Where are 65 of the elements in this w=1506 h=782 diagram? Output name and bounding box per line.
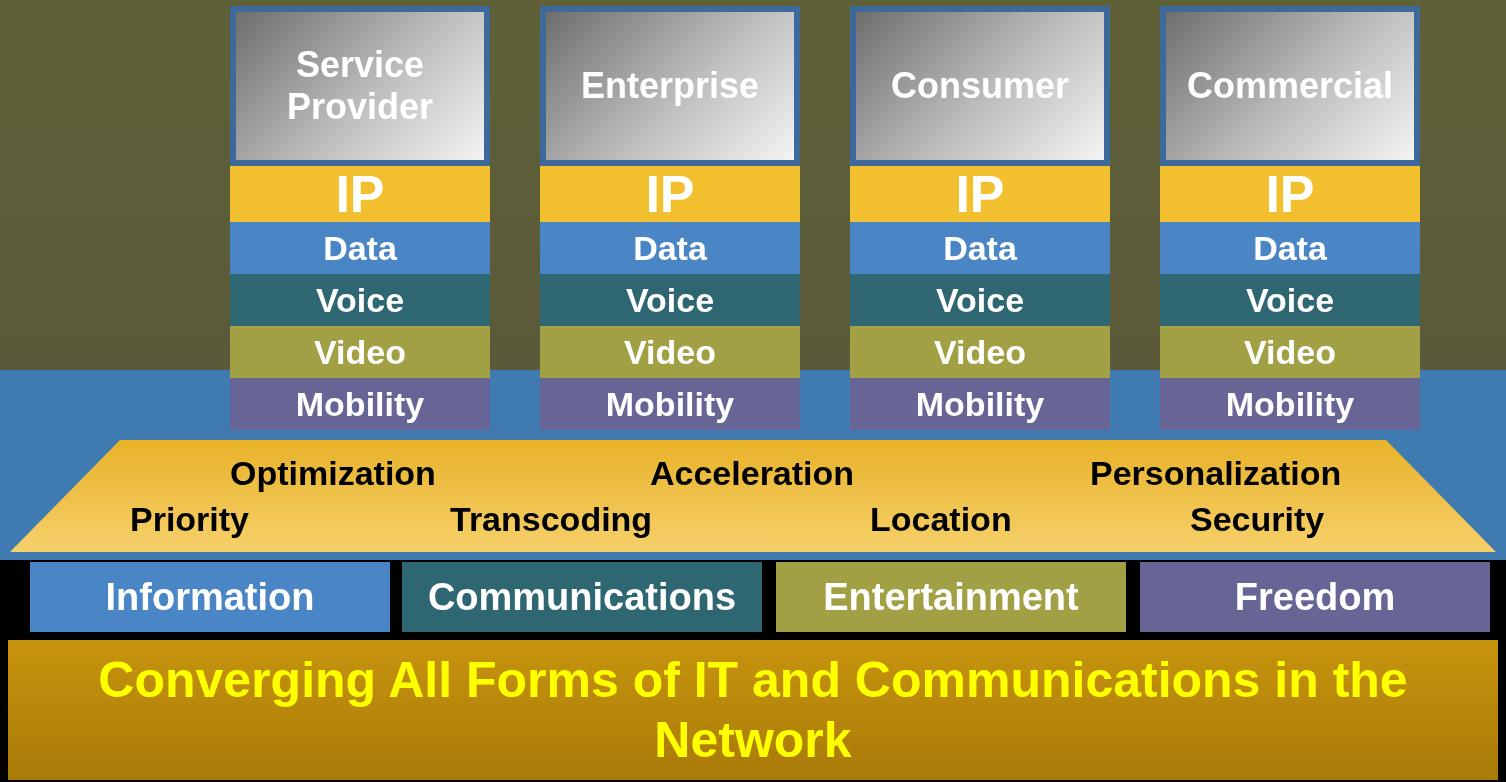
layer-band	[1160, 274, 1420, 326]
band-label: Video	[1244, 332, 1336, 372]
band-label: Consumer	[891, 65, 1069, 107]
band-label: Data	[1253, 228, 1327, 268]
band-label: IP	[955, 164, 1005, 224]
layer-band	[540, 378, 800, 430]
column-header	[540, 6, 800, 166]
title-text: Converging All Forms of IT and Communications in the Network	[97, 651, 1409, 770]
band-label: Video	[624, 332, 716, 372]
category-box	[30, 562, 390, 632]
layer-band	[1160, 222, 1420, 274]
band-label: IP	[1265, 164, 1315, 224]
band-label: Entertainment	[823, 575, 1079, 619]
layer-band	[230, 166, 490, 222]
feature-label: Acceleration	[650, 454, 855, 493]
column-header	[1160, 6, 1420, 166]
band-label: Mobility	[915, 384, 1045, 424]
layer-band	[230, 274, 490, 326]
platform-trapezoid	[10, 440, 1496, 552]
feature-label: Priority	[130, 500, 250, 539]
layer-band	[850, 378, 1110, 430]
layer-band	[230, 378, 490, 430]
band-label: Video	[314, 332, 406, 372]
layer-band	[1160, 166, 1420, 222]
layer-band	[850, 326, 1110, 378]
band-label: Service Provider	[285, 44, 435, 128]
feature-label: Security	[1190, 500, 1325, 539]
band-label: Enterprise	[580, 65, 760, 107]
layer-band	[540, 166, 800, 222]
column-header	[230, 6, 490, 166]
band-label: Voice	[935, 280, 1025, 320]
feature-label: Transcoding	[450, 500, 653, 539]
band-label: Communications	[427, 575, 737, 619]
layer-band	[1160, 326, 1420, 378]
band-label: Video	[934, 332, 1026, 372]
feature-label: Personalization	[1090, 454, 1342, 493]
layer-band	[540, 326, 800, 378]
band-label: Mobility	[605, 384, 735, 424]
band-label: Data	[943, 228, 1017, 268]
band-label: IP	[645, 164, 695, 224]
band-label: Information	[105, 575, 315, 619]
layer-band	[850, 222, 1110, 274]
title-band	[8, 640, 1498, 780]
layer-band	[540, 274, 800, 326]
column-header	[850, 6, 1110, 166]
feature-label: Optimization	[230, 454, 436, 493]
band-label: Data	[323, 228, 397, 268]
band-label: Freedom	[1234, 575, 1396, 619]
feature-label: Location	[870, 500, 1012, 539]
band-label: IP	[335, 164, 385, 224]
category-box	[402, 562, 762, 632]
band-label: Mobility	[1225, 384, 1355, 424]
band-label: Voice	[315, 280, 405, 320]
band-label: Mobility	[295, 384, 425, 424]
band-label: Voice	[625, 280, 715, 320]
layer-band	[230, 222, 490, 274]
band-label: Voice	[1245, 280, 1335, 320]
layer-band	[540, 222, 800, 274]
layer-band	[850, 274, 1110, 326]
band-label: Data	[633, 228, 707, 268]
layer-band	[230, 326, 490, 378]
category-box	[1140, 562, 1490, 632]
layer-band	[1160, 378, 1420, 430]
layer-band	[850, 166, 1110, 222]
category-box	[776, 562, 1126, 632]
